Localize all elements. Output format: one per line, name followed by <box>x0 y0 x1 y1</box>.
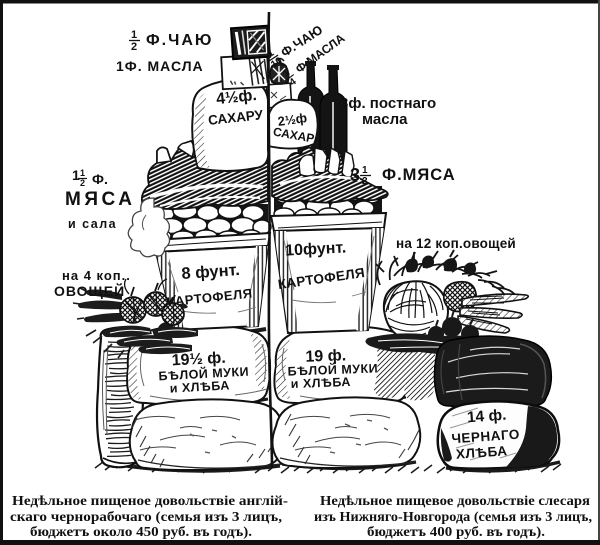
svg-text:Недѣльное пищеное довольствіе: Недѣльное пищеное довольствіе англій- <box>12 493 288 508</box>
svg-text:3ф. постнаго: 3ф. постнаго <box>340 95 436 112</box>
svg-text:8 фунт.: 8 фунт. <box>181 261 240 283</box>
svg-text:и ХЛѢБА: и ХЛѢБА <box>169 378 230 395</box>
svg-text:4½ф.: 4½ф. <box>215 87 257 108</box>
svg-text:бюджетъ 400 руб. въ годъ).: бюджетъ 400 руб. въ годъ). <box>367 524 545 539</box>
svg-text:МЯСА: МЯСА <box>65 189 135 210</box>
svg-text:ЧЕРНАГО: ЧЕРНАГО <box>451 427 520 447</box>
svg-text:1: 1 <box>281 67 292 79</box>
svg-text:БѢЛОЙ МУКИ: БѢЛОЙ МУКИ <box>158 364 249 384</box>
svg-text:1: 1 <box>80 168 85 178</box>
svg-text:2: 2 <box>131 41 137 53</box>
svg-text:14 ф.: 14 ф. <box>466 407 507 427</box>
svg-text:3: 3 <box>350 165 360 185</box>
svg-text:и сала: и сала <box>68 217 117 231</box>
svg-text:Ф.: Ф. <box>92 171 108 187</box>
svg-text:на 4 коп..: на 4 коп.. <box>62 268 131 283</box>
svg-text:бюджетъ около 450 руб. въ годъ: бюджетъ около 450 руб. въ годъ). <box>30 524 252 539</box>
svg-text:на 12 коп.овощей: на 12 коп.овощей <box>396 236 516 251</box>
svg-text:масла: масла <box>362 111 408 128</box>
svg-text:1: 1 <box>362 165 368 176</box>
svg-text:19½ ф.: 19½ ф. <box>171 350 226 370</box>
svg-text:19 ф.: 19 ф. <box>305 347 346 365</box>
svg-text:скаго чернорабочаго (семья изъ: скаго чернорабочаго (семья изъ 3 лицъ, <box>10 509 282 524</box>
svg-text:4: 4 <box>288 76 299 88</box>
svg-text:1: 1 <box>266 47 277 59</box>
svg-text:САХАРУ: САХАРУ <box>207 107 264 128</box>
svg-text:ОВОЩЕЙ: ОВОЩЕЙ <box>54 282 125 299</box>
svg-text:1Ф. МАСЛА: 1Ф. МАСЛА <box>116 58 204 74</box>
svg-text:изъ Нижняго-Новгорода (семья и: изъ Нижняго-Новгорода (семья изъ 3 лицъ, <box>314 509 592 524</box>
svg-text:Недѣльное пищевое довольствіе: Недѣльное пищевое довольствіе слесаря <box>320 493 590 508</box>
svg-text:2: 2 <box>80 178 85 188</box>
svg-text:ХЛѢБА: ХЛѢБА <box>455 443 508 462</box>
svg-text:2: 2 <box>362 176 368 187</box>
svg-text:1: 1 <box>131 29 137 41</box>
svg-text:БѢЛОЙ МУКИ: БѢЛОЙ МУКИ <box>287 360 378 378</box>
svg-text:Ф.МЯСА: Ф.МЯСА <box>382 166 456 184</box>
svg-text:10фунт.: 10фунт. <box>285 239 347 259</box>
svg-text:Ф.ЧАЮ: Ф.ЧАЮ <box>146 32 213 49</box>
svg-text:и ХЛѢБА: и ХЛѢБА <box>291 375 352 391</box>
svg-text:2½ф: 2½ф <box>277 110 308 129</box>
svg-text:1: 1 <box>72 167 80 183</box>
